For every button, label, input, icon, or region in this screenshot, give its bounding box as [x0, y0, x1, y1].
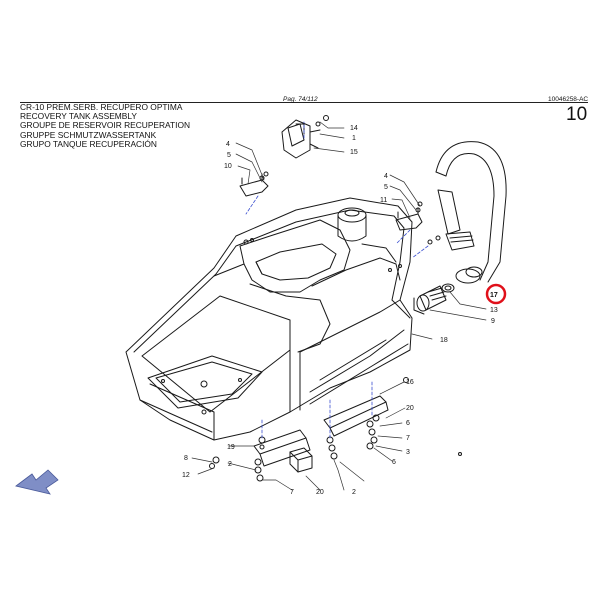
callout: 8	[184, 455, 188, 462]
recovery-hose	[435, 141, 507, 284]
callout: 13	[490, 307, 498, 314]
alignment-lines	[245, 121, 429, 441]
rear-bracket	[323, 395, 389, 437]
callout: 2	[228, 461, 232, 468]
front-bracket	[253, 429, 311, 467]
title-english: RECOVERY TANK ASSEMBLY	[20, 111, 137, 122]
callout: 1	[352, 135, 356, 142]
callout: 11	[380, 197, 387, 204]
leader-lines	[191, 121, 487, 491]
bracket-right	[395, 207, 423, 231]
callout: 20	[316, 489, 324, 496]
title-french: GROUPE DE RESERVOIR RECUPERATION	[20, 120, 191, 131]
callout: 5	[227, 152, 231, 159]
page-label: Pag. 74/112	[283, 96, 318, 103]
fasteners	[209, 115, 462, 482]
highlight-ring	[485, 283, 507, 305]
callout: 14	[350, 125, 358, 132]
callout: 20	[406, 405, 414, 412]
direction-arrow-icon	[15, 469, 59, 495]
title-german: GRUPPE SCHMUTZWASSERTANK	[20, 129, 157, 140]
title-italian: CR-10 PREM.SERB. RECUPERO OPTIMA	[20, 102, 183, 112]
title-block: CR-10 PREM.SERB. RECUPERO OPTIMA RECOVER…	[20, 102, 191, 149]
recovery-tank-body	[125, 197, 413, 441]
callout: 15	[350, 149, 358, 156]
callout: 6	[406, 420, 410, 427]
callout-labels: 14 1 15 4 5 10 4 5 11 17 13 9 18 16 20 6…	[182, 125, 498, 496]
callout: 7	[290, 489, 294, 496]
title-spanish: GRUPO TANQUE RECUPERACIÓN	[20, 138, 157, 149]
callout: 6	[392, 459, 396, 466]
callout: 4	[226, 141, 230, 148]
callout: 12	[182, 472, 190, 479]
callout-highlighted: 17	[490, 292, 498, 299]
callout: 2	[352, 489, 356, 496]
callout: 19	[227, 444, 235, 451]
callout: 9	[491, 318, 495, 325]
section-number: 10	[566, 104, 588, 125]
handle-clip-part	[281, 119, 321, 159]
document-code: 10046258-AC	[548, 96, 589, 103]
callout: 4	[384, 173, 388, 180]
callout: 3	[406, 449, 410, 456]
inlet-fitting-assembly	[413, 283, 455, 315]
header-rule	[20, 102, 588, 103]
callout: 18	[440, 337, 448, 344]
callout: 5	[384, 184, 388, 191]
callout: 7	[406, 435, 410, 442]
callout: 16	[406, 379, 414, 386]
spacer-block	[289, 447, 313, 473]
callout: 10	[224, 163, 232, 170]
